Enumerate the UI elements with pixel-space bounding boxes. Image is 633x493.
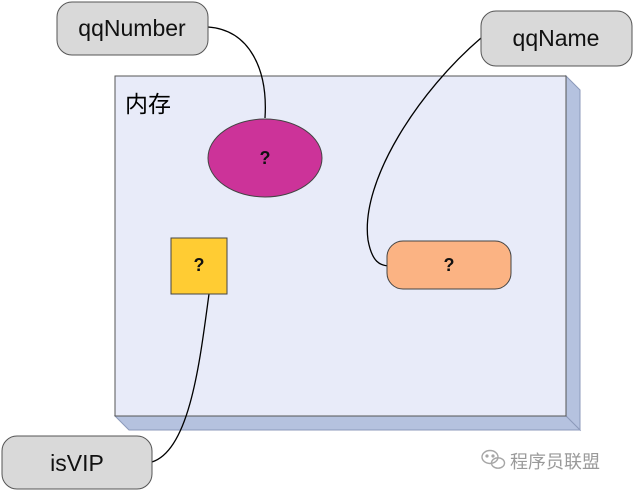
qqnumber-value: ?: [260, 148, 271, 168]
qqnumber-value-ellipse: [207, 118, 323, 198]
memory-title: 内存: [125, 92, 171, 118]
wechat-icon: [481, 449, 506, 469]
isvip-label: isVIP: [50, 450, 104, 476]
qqname-connector: [366, 37, 482, 267]
qqnumber-connector: [207, 26, 266, 119]
qqnumber-label: qqNumber: [78, 15, 186, 41]
isvip-connector: [151, 293, 210, 463]
watermark-text: 程序员联盟: [510, 452, 600, 473]
qqname-label: qqName: [513, 25, 600, 51]
memory-block-side: [565, 74, 581, 432]
qqnumber-label-pill: [56, 1, 209, 56]
qqname-value: ?: [444, 255, 455, 275]
isvip-value: ?: [194, 255, 205, 275]
qqname-value-box: [386, 240, 512, 290]
isvip-label-pill: [1, 435, 153, 490]
qqname-label-pill: [480, 10, 633, 67]
isvip-value-square: [170, 237, 228, 295]
